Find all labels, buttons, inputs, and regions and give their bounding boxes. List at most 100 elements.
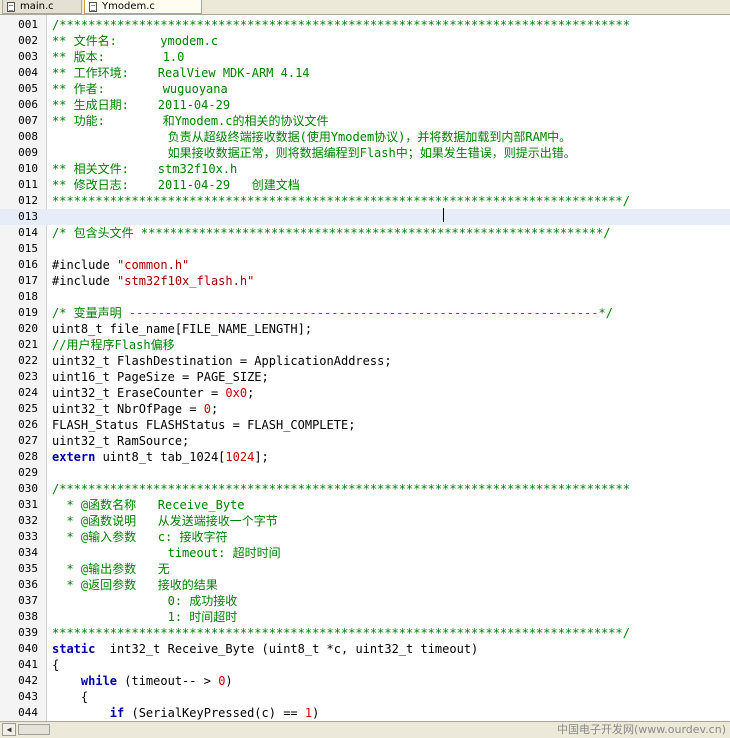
code-line[interactable]: 002 ** 文件名: ymodem.c xyxy=(0,33,730,49)
code-token-text xyxy=(52,674,81,688)
code-token-comment: /* 变量声明 --------------------------------… xyxy=(52,306,613,320)
code-line[interactable]: 016#include "common.h" xyxy=(0,257,730,273)
line-code: extern uint8_t tab_1024[1024]; xyxy=(52,449,269,465)
code-token-comment: //用户程序Flash偏移 xyxy=(52,338,175,352)
line-code: ****************************************… xyxy=(52,193,630,209)
code-line[interactable]: 034 timeout: 超时时间 xyxy=(0,545,730,561)
code-token-text: int32_t Receive_Byte (uint8_t *c, uint32… xyxy=(95,642,479,656)
line-code: ** 版本: 1.0 xyxy=(52,49,184,65)
code-line[interactable]: 021//用户程序Flash偏移 xyxy=(0,337,730,353)
code-line[interactable]: 013 xyxy=(0,209,730,225)
code-line[interactable]: 018 xyxy=(0,289,730,305)
line-number: 040 xyxy=(18,642,38,655)
code-line[interactable]: 043 { xyxy=(0,689,730,705)
code-line[interactable]: 038 1: 时间超时 xyxy=(0,609,730,625)
line-number-gutter xyxy=(0,15,47,721)
code-line[interactable]: 015 xyxy=(0,241,730,257)
code-line[interactable]: 036 * @返回参数 接收的结果 xyxy=(0,577,730,593)
c-file-icon xyxy=(7,1,15,12)
line-code: * @输出参数 无 xyxy=(52,561,169,577)
code-token-comment: ****************************************… xyxy=(52,194,630,208)
scrollbar-thumb[interactable] xyxy=(18,724,50,735)
line-code: ** 文件名: ymodem.c xyxy=(52,33,218,49)
code-line[interactable]: 017#include "stm32f10x_flash.h" xyxy=(0,273,730,289)
code-token-comment: ****************************************… xyxy=(52,626,630,640)
code-token-text: uint32_t FlashDestination = ApplicationA… xyxy=(52,354,392,368)
code-line[interactable]: 037 0: 成功接收 xyxy=(0,593,730,609)
code-line[interactable]: 033 * @输入参数 c: 接收字符 xyxy=(0,529,730,545)
code-line[interactable]: 031 * @函数名称 Receive_Byte xyxy=(0,497,730,513)
code-line[interactable]: 030/************************************… xyxy=(0,481,730,497)
code-line[interactable]: 008 负责从超级终端接收数据(使用Ymodem协议)，并将数据加载到内部RAM… xyxy=(0,129,730,145)
code-line[interactable]: 001/************************************… xyxy=(0,17,730,33)
code-line[interactable]: 019 /* 变量声明 -----------------------------… xyxy=(0,305,730,321)
code-line[interactable]: 042 while (timeout-- > 0) xyxy=(0,673,730,689)
code-token-comment: ** 修改日志: 2011-04-29 创建文档 xyxy=(52,178,300,192)
line-number: 002 xyxy=(18,34,38,47)
line-number: 011 xyxy=(18,178,38,191)
code-token-keyword: if xyxy=(109,706,125,720)
line-code: 负责从超级终端接收数据(使用Ymodem协议)，并将数据加载到内部RAM中。 xyxy=(52,129,571,145)
code-token-string: "stm32f10x_flash.h" xyxy=(117,274,255,288)
code-token-comment: 1: 时间超时 xyxy=(52,610,238,624)
code-line[interactable]: 011 ** 修改日志: 2011-04-29 创建文档 xyxy=(0,177,730,193)
line-number: 010 xyxy=(18,162,38,175)
line-number: 041 xyxy=(18,658,38,671)
code-token-text: ) xyxy=(225,674,233,688)
code-token-string: "common.h" xyxy=(117,258,190,272)
line-code: uint32_t FlashDestination = ApplicationA… xyxy=(52,353,392,369)
code-token-comment: ** 文件名: ymodem.c xyxy=(52,34,219,48)
code-line[interactable]: 039*************************************… xyxy=(0,625,730,641)
line-code: ** 相关文件: stm32f10x.h xyxy=(52,161,237,177)
line-code: * @函数说明 从发送端接收一个字节 xyxy=(52,513,277,529)
code-token-comment: ** 功能: 和Ymodem.c的相关的协议文件 xyxy=(52,114,329,128)
line-number: 009 xyxy=(18,146,38,159)
code-line[interactable]: 029 xyxy=(0,465,730,481)
code-token-comment: ** 生成日期: 2011-04-29 xyxy=(52,98,231,112)
code-line[interactable]: 044 if (SerialKeyPressed(c) == 1) xyxy=(0,705,730,721)
code-line[interactable]: 004** 工作环境: RealView MDK-ARM 4.14 xyxy=(0,65,730,81)
line-code: { xyxy=(52,689,88,705)
code-line[interactable]: 009 如果接收数据正常，则将数据编程到Flash中；如果发生错误，则提示出错。 xyxy=(0,145,730,161)
code-token-keyword: while xyxy=(80,674,118,688)
code-line[interactable]: 041{ xyxy=(0,657,730,673)
code-line[interactable]: 003** 版本: 1.0 xyxy=(0,49,730,65)
code-line[interactable]: 005** 作者: wuguoyana xyxy=(0,81,730,97)
scroll-left-arrow-icon[interactable]: ◀ xyxy=(2,723,16,736)
code-line[interactable]: 035 * @输出参数 无 xyxy=(0,561,730,577)
line-number: 017 xyxy=(18,274,38,287)
line-number: 019 xyxy=(18,306,38,319)
code-token-comment: * @输入参数 c: 接收字符 xyxy=(52,530,228,544)
code-token-number: 0x0 xyxy=(225,386,248,400)
code-token-comment: ** 版本: 1.0 xyxy=(52,50,185,64)
code-token-comment: ** 相关文件: stm32f10x.h xyxy=(52,162,238,176)
code-token-text: uint8_t tab_1024[ xyxy=(95,450,226,464)
code-line[interactable]: 007 ** 功能: 和Ymodem.c的相关的协议文件 xyxy=(0,113,730,129)
code-line[interactable]: 014/* 包含头文件 ****************************… xyxy=(0,225,730,241)
line-number: 013 xyxy=(18,210,38,223)
code-line[interactable]: 012*************************************… xyxy=(0,193,730,209)
line-number: 027 xyxy=(18,434,38,447)
line-number: 020 xyxy=(18,322,38,335)
code-line[interactable]: 032 * @函数说明 从发送端接收一个字节 xyxy=(0,513,730,529)
line-number: 029 xyxy=(18,466,38,479)
line-number: 015 xyxy=(18,242,38,255)
code-token-comment: ** 工作环境: RealView MDK-ARM 4.14 xyxy=(52,66,310,80)
tab-ymodem-c[interactable]: Ymodem.c xyxy=(84,0,202,14)
tab-main-c[interactable]: main.c xyxy=(2,0,82,14)
line-number: 007 xyxy=(18,114,38,127)
code-editor[interactable]: 001/************************************… xyxy=(0,15,730,721)
code-line[interactable]: 006** 生成日期: 2011-04-29 xyxy=(0,97,730,113)
code-line[interactable]: 010 ** 相关文件: stm32f10x.h xyxy=(0,161,730,177)
horizontal-scrollbar[interactable]: ◀ 中国电子开发网(www.ourdev.cn) xyxy=(0,721,730,738)
code-token-number: 1 xyxy=(304,706,313,720)
